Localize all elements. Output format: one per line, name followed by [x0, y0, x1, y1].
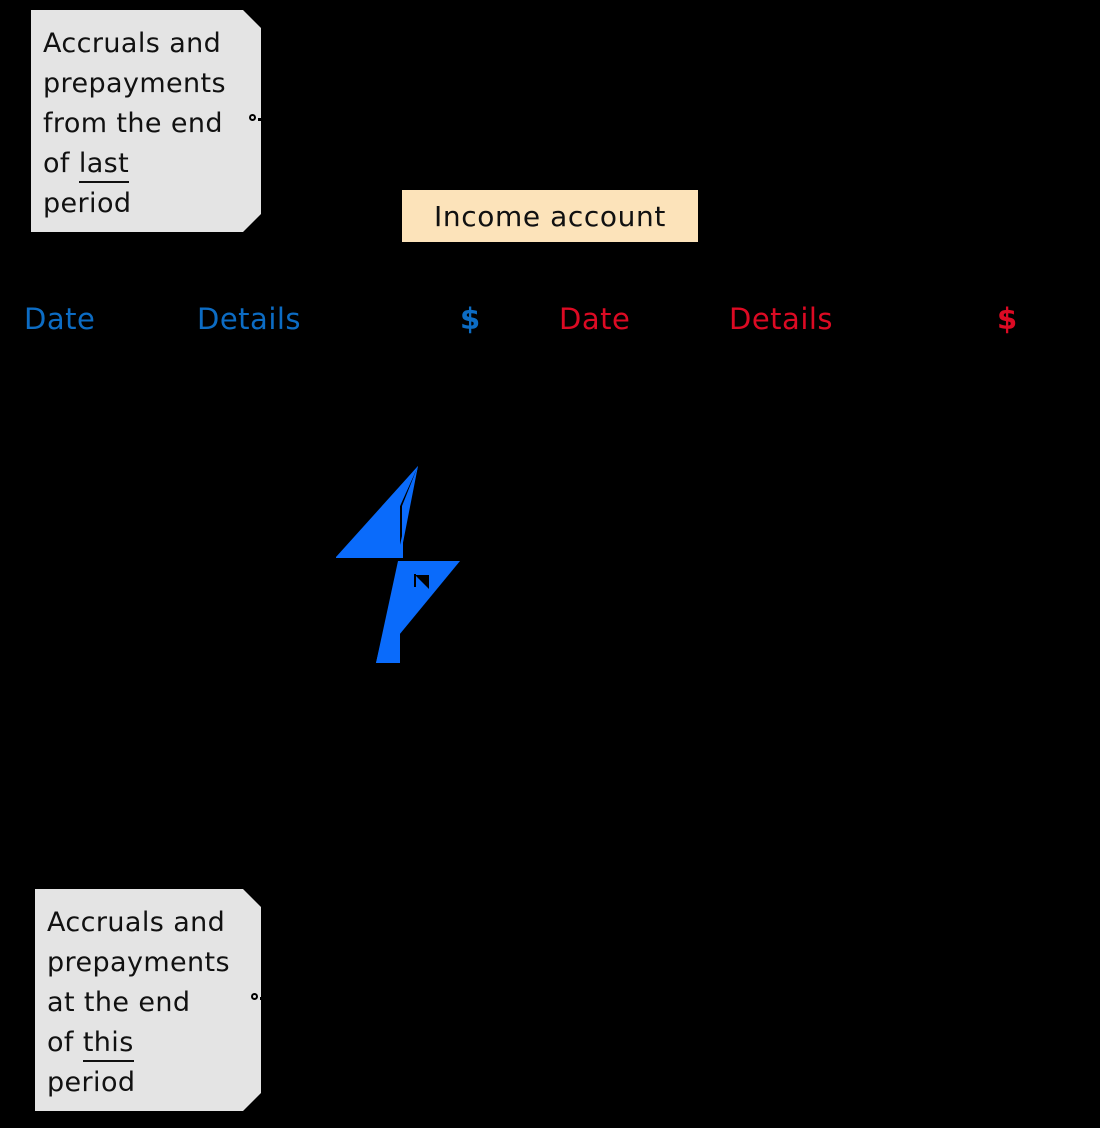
column-header-details-credit: Details: [729, 302, 834, 336]
note-accruals-last-period: Accruals and prepayments from the end of…: [31, 10, 261, 232]
note-line: Accruals and: [47, 907, 226, 938]
note-underlined-word: last: [79, 148, 129, 183]
anchor-stub-icon: [260, 997, 271, 1000]
note-line: prepayments: [43, 68, 226, 99]
note-line: at the end: [47, 987, 191, 1018]
column-header-amount-credit: $: [997, 302, 1018, 336]
note-accruals-this-period: Accruals and prepayments at the end of t…: [35, 889, 261, 1111]
note-line: prepayments: [47, 947, 230, 978]
column-header-date-credit: Date: [559, 302, 631, 336]
column-header-details-debit: Details: [197, 302, 302, 336]
note-line-emphasis: of last: [43, 144, 245, 184]
note-line-emphasis: of this: [47, 1023, 245, 1063]
note-underlined-word: this: [83, 1027, 134, 1062]
anchor-dot-icon: [251, 993, 258, 1000]
note-line: period: [47, 1067, 136, 1098]
column-header-amount-debit: $: [460, 302, 481, 336]
note-anchor-icon: [251, 993, 271, 1005]
anchor-stub-icon: [258, 118, 269, 121]
ledger-header-row: Date Details $ Date Details $: [0, 302, 1100, 346]
note-line: period: [43, 188, 132, 219]
lightning-bolt-icon: [330, 458, 470, 673]
column-header-date-debit: Date: [24, 302, 96, 336]
account-title-box: Income account: [402, 190, 698, 242]
note-line: from the end: [43, 108, 223, 139]
note-anchor-icon: [249, 114, 269, 126]
account-title-label: Income account: [434, 199, 666, 233]
note-line: Accruals and: [43, 28, 222, 59]
anchor-dot-icon: [249, 114, 256, 121]
